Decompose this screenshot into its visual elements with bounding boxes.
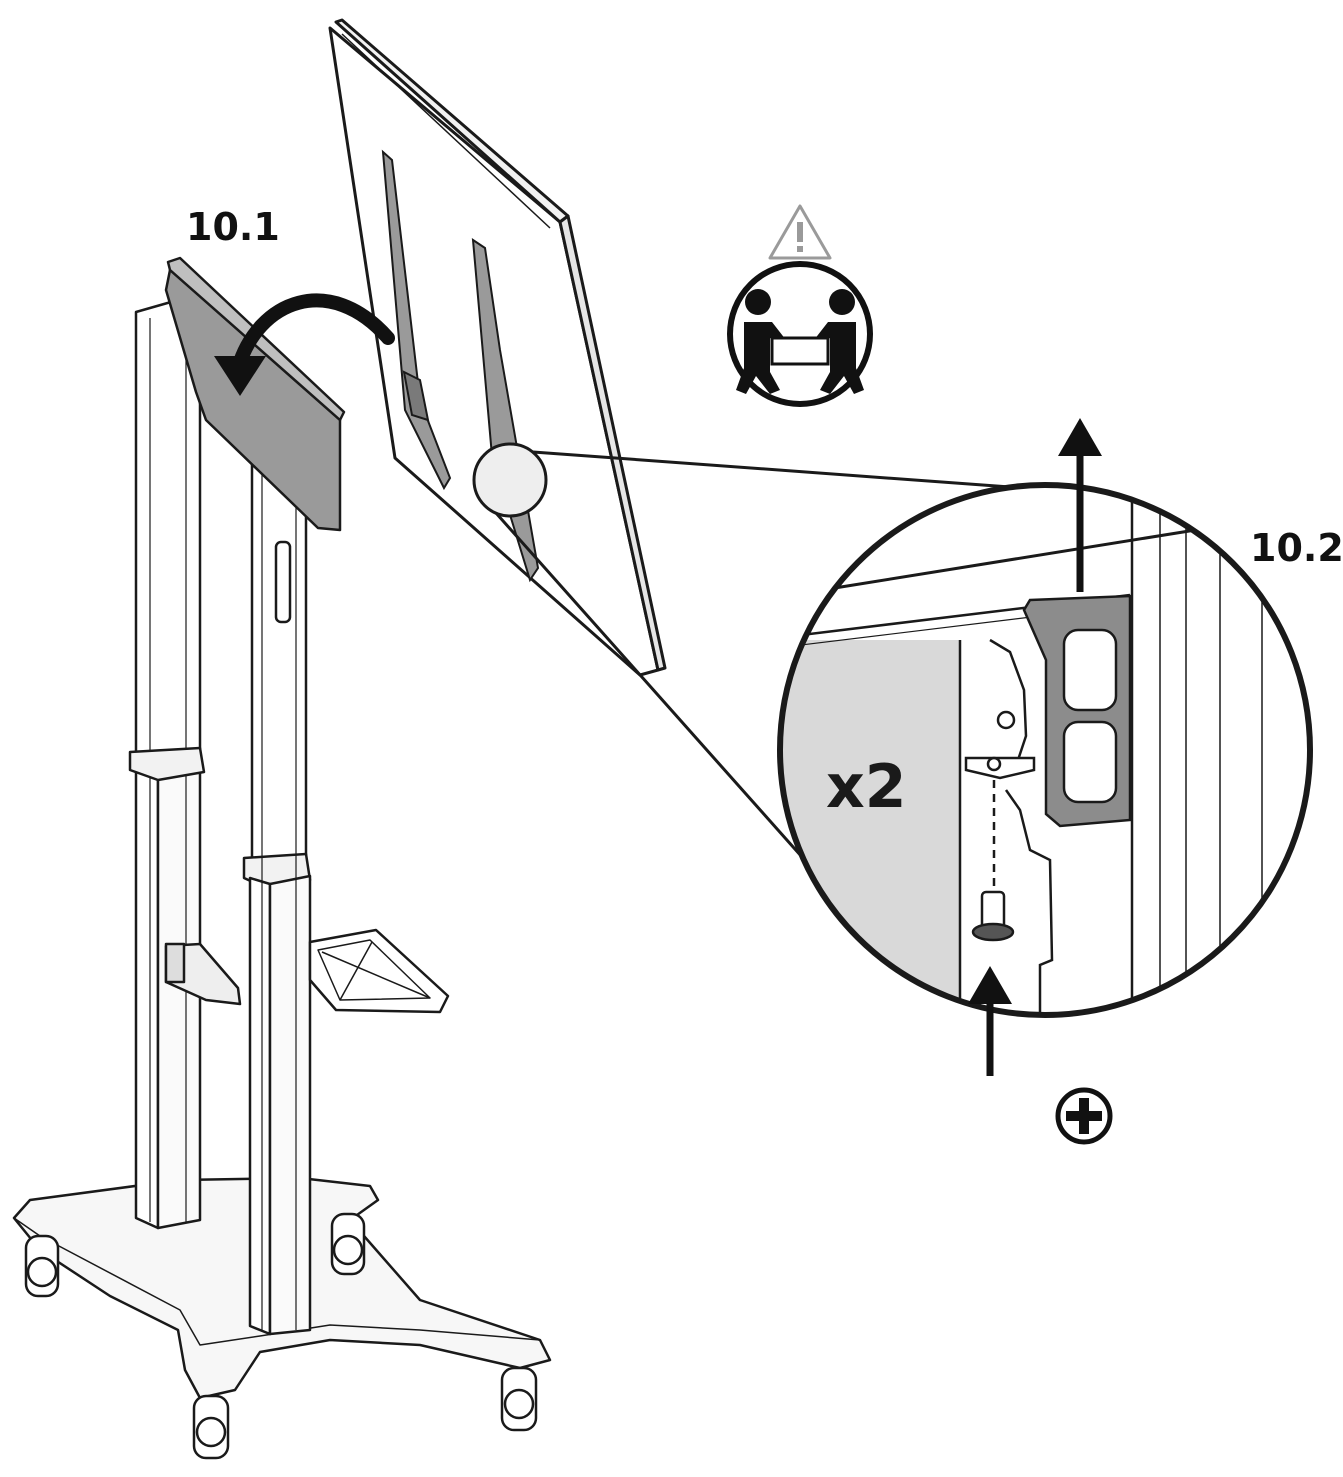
tv-rear-bracket-left [381, 149, 452, 491]
lift-curved-arrow [231, 293, 395, 375]
mobile-stand [12, 256, 552, 1460]
lift-curved-arrow-head [214, 356, 266, 396]
zoom-line-bottom [494, 512, 828, 885]
step-label-10-1: 10.1 [186, 205, 280, 249]
zoom-line-top [532, 450, 1011, 489]
zoom-detail [777, 482, 1313, 1018]
zoom-source-circle [472, 442, 548, 518]
insert-screw-arrow-head [968, 966, 1012, 1004]
two-person-lift-icon [727, 261, 873, 407]
phillips-screwdriver-icon [1055, 1087, 1113, 1145]
step-label-10-2: 10.2 [1250, 526, 1343, 570]
pull-up-arrow-head [1058, 418, 1102, 456]
warning-triangle-icon [768, 204, 832, 260]
quantity-label: x2 [826, 752, 907, 822]
